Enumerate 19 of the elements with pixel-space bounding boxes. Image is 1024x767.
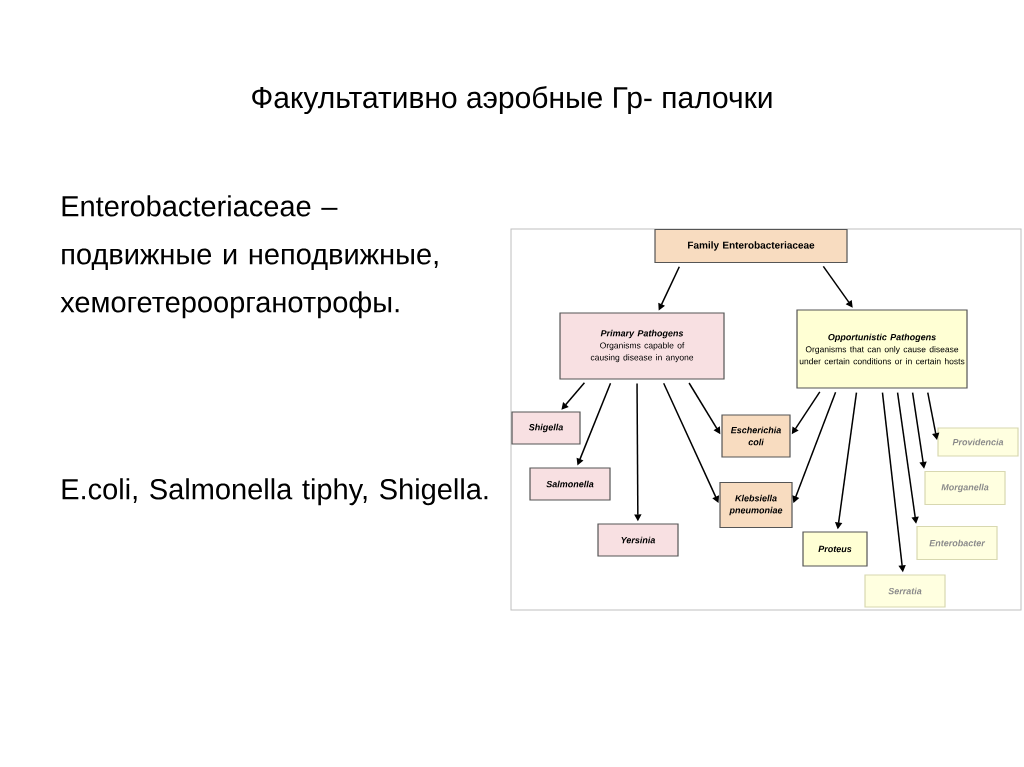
body-text: Enterobacteriaceae – подвижные и неподвижные, хемогетероорганотрофы.: [60, 195, 438, 319]
taxon-box: Serratia: [864, 574, 946, 608]
taxon-box: Escherichia coli: [721, 414, 791, 458]
arrow: [927, 391, 940, 440]
taxon-box: Klebsiella pneumoniae: [719, 481, 793, 529]
taxon-box: Yersinia: [597, 523, 679, 557]
taxon-box: Salmonella: [529, 467, 611, 501]
taxon-box: Morganella: [924, 470, 1006, 506]
category-box: Opportunistic Pathogens Organisms that can only cause disease under certain conditions or in certain hosts: [796, 309, 968, 389]
slide-title: Факультативно аэробные Гр- палочки: [252, 85, 772, 115]
taxon-box: Providencia: [937, 427, 1019, 457]
category-box: Primary Pathogens Organisms capable of causing disease in anyone: [559, 312, 725, 380]
arrow: [822, 265, 853, 308]
body-text: E.coli, Salmonella tiphy, Shigella.: [62, 478, 488, 506]
taxon-box: Proteus: [802, 531, 868, 567]
taxon-box: Enterobacter: [916, 525, 998, 561]
family-box: Family Enterobacteriaceae: [654, 228, 848, 264]
arrow: [561, 381, 586, 410]
taxon-box: Shigella: [511, 411, 581, 445]
